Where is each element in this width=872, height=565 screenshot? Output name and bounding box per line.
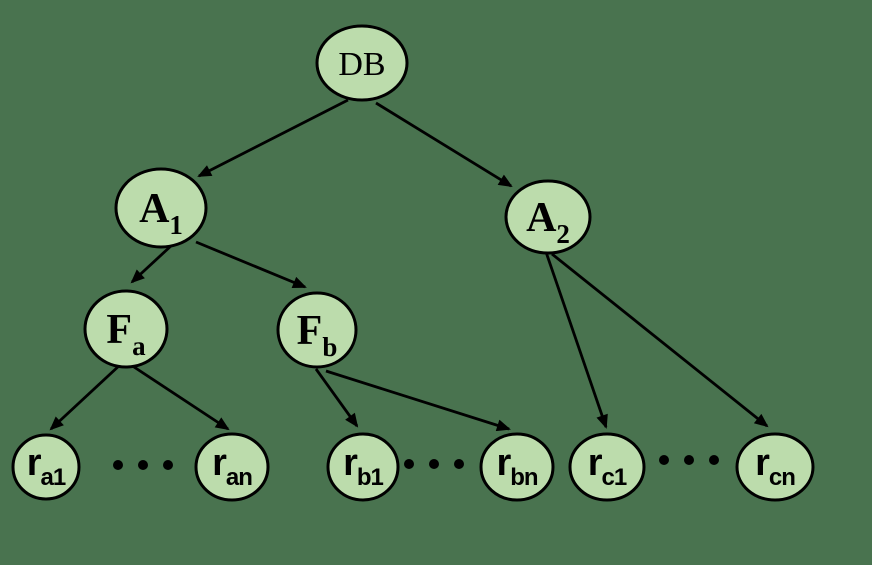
- node-fb-label: Fb: [297, 308, 338, 362]
- node-a2-label: A2: [526, 195, 570, 249]
- edge-a1-to-fb: [195, 240, 307, 289]
- node-fa-label-subscript: a: [132, 331, 146, 361]
- node-rbn-label-main: r: [496, 442, 511, 484]
- node-rbn: rbn: [479, 432, 555, 502]
- edge-fb-to-rbn: [325, 369, 511, 432]
- node-db-ellipse: [315, 24, 409, 102]
- node-rcn-label-main: r: [755, 442, 770, 484]
- node-db: DB: [315, 24, 409, 102]
- node-rcn-label: rcn: [755, 442, 795, 491]
- node-fa-label-main: F: [106, 307, 132, 353]
- node-a2-ellipse: [504, 179, 592, 255]
- node-rb1: rb1: [326, 432, 400, 502]
- node-fb-label-main: F: [297, 308, 323, 354]
- ellipsis-dot-c: [659, 455, 669, 465]
- ellipsis-dot-b: [404, 459, 414, 469]
- node-a2: A2: [504, 179, 592, 255]
- node-a1: A1: [114, 167, 208, 249]
- node-ran-label: ran: [212, 442, 252, 491]
- node-ran-label-main: r: [212, 442, 227, 484]
- edge-fa-to-ran: [130, 363, 230, 431]
- node-rbn-ellipse: [479, 432, 555, 502]
- ellipsis-dot-b: [429, 459, 439, 469]
- node-rc1-label-subscript: c1: [602, 464, 627, 491]
- node-fb: Fb: [276, 291, 358, 369]
- node-ra1: ra1: [11, 433, 81, 501]
- node-ra1-label: ra1: [27, 442, 66, 491]
- edge-a2-to-rcn: [551, 252, 769, 428]
- ellipsis-dots-layer: [113, 455, 719, 470]
- ellipsis-dot-c: [709, 455, 719, 465]
- node-rcn-label-subscript: cn: [769, 464, 795, 491]
- node-ran-ellipse: [194, 432, 270, 502]
- node-a1-ellipse: [114, 167, 208, 249]
- edge-db-to-a1: [197, 98, 349, 178]
- node-db-label: DB: [338, 46, 385, 83]
- edges-layer: [49, 98, 769, 432]
- node-ra1-label-subscript: a1: [41, 464, 66, 491]
- node-db-label-main: DB: [338, 46, 385, 83]
- node-rc1-ellipse: [568, 432, 646, 502]
- node-rb1-label-main: r: [343, 442, 358, 484]
- node-rcn-ellipse: [735, 432, 815, 502]
- node-a1-label-subscript: 1: [169, 210, 183, 240]
- node-fa-label: Fa: [106, 307, 146, 361]
- node-a2-label-main: A: [526, 195, 557, 241]
- ellipsis-dot-c: [684, 455, 694, 465]
- ellipsis-dot-a: [163, 460, 173, 470]
- ellipsis-dot-b: [454, 459, 464, 469]
- edge-fb-to-rb1: [314, 368, 359, 428]
- node-ran-label-subscript: an: [226, 464, 252, 491]
- ellipsis-dot-a: [138, 460, 148, 470]
- edge-db-to-a2: [375, 101, 513, 188]
- node-a1-label-main: A: [139, 186, 170, 232]
- node-rc1: rc1: [568, 432, 646, 502]
- node-fb-label-subscript: b: [322, 332, 337, 362]
- edge-a2-to-rc1: [544, 251, 608, 429]
- node-rbn-label: rbn: [496, 442, 537, 491]
- node-rb1-ellipse: [326, 432, 400, 502]
- node-ran: ran: [194, 432, 270, 502]
- node-ra1-ellipse: [11, 433, 81, 501]
- edge-fa-to-ra1: [49, 362, 122, 431]
- node-a1-label: A1: [139, 186, 183, 240]
- node-rc1-label-main: r: [588, 442, 603, 484]
- node-rcn: rcn: [735, 432, 815, 502]
- node-rb1-label-subscript: b1: [357, 464, 384, 491]
- node-rbn-label-subscript: bn: [510, 464, 538, 491]
- node-a2-label-subscript: 2: [556, 219, 570, 249]
- node-ra1-label-main: r: [27, 442, 42, 484]
- edge-a1-to-fa: [130, 243, 173, 284]
- node-fa: Fa: [83, 289, 169, 369]
- node-rb1-label: rb1: [343, 442, 383, 491]
- node-rc1-label: rc1: [588, 442, 627, 491]
- node-fa-ellipse: [83, 289, 169, 369]
- node-fb-ellipse: [276, 291, 358, 369]
- ellipsis-dot-a: [113, 460, 123, 470]
